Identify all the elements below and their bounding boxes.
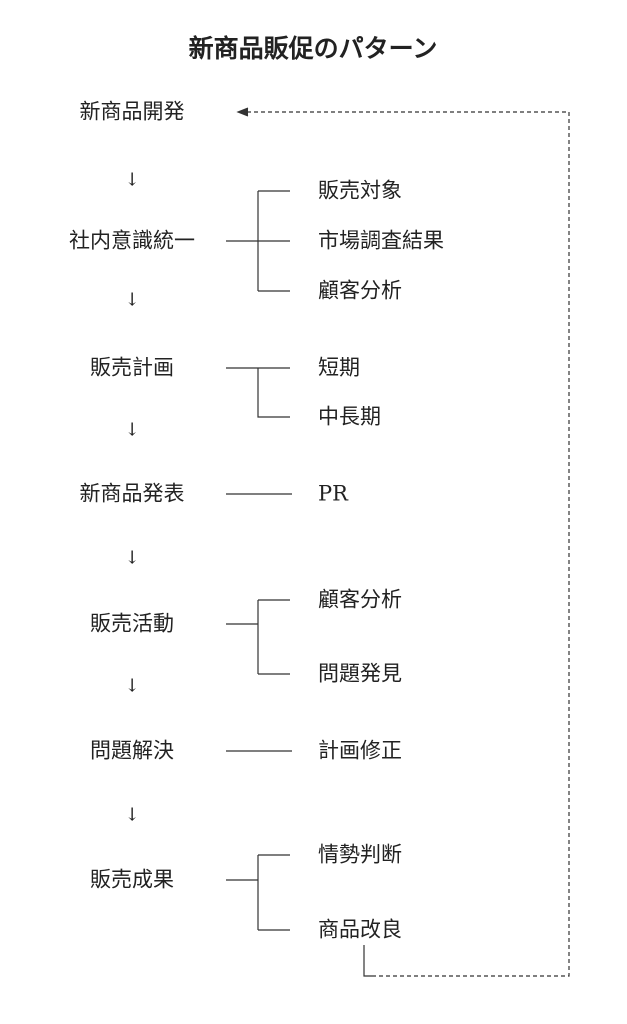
sub-item-label: PR — [318, 481, 348, 506]
sub-item-label: 中長期 — [318, 404, 381, 429]
step-label: 新商品発表 — [79, 481, 185, 506]
down-arrow-icon: ↓ — [124, 804, 140, 826]
down-arrow-icon: ↓ — [124, 289, 140, 311]
connector-step-2 — [226, 190, 290, 292]
sub-item-label: 販売対象 — [318, 178, 402, 203]
diagram-title: 新商品販促のパターン — [188, 34, 438, 63]
connector-step-5 — [226, 599, 290, 675]
down-arrow-icon: ↓ — [124, 419, 140, 441]
step-label: 問題解決 — [90, 738, 174, 763]
feedback-arrowhead-icon — [236, 107, 249, 117]
feedback-dashed-line — [246, 111, 570, 977]
sub-item-label: 商品改良 — [318, 917, 402, 942]
step-label: 新商品開発 — [79, 99, 185, 124]
step-label: 販売計画 — [90, 355, 174, 380]
sub-item-label: 情勢判断 — [318, 842, 402, 867]
step-label: 販売活動 — [90, 611, 174, 636]
sub-item-label: 顧客分析 — [318, 587, 402, 612]
connector-step-3 — [226, 367, 290, 418]
feedback-solid-line — [363, 945, 372, 977]
down-arrow-icon: ↓ — [124, 169, 140, 191]
sub-item-label: 顧客分析 — [318, 278, 402, 303]
step-label: 社内意識統一 — [69, 228, 195, 253]
down-arrow-icon: ↓ — [124, 675, 140, 697]
sub-item-label: 計画修正 — [318, 738, 402, 763]
connector-step-7 — [226, 854, 290, 931]
step-label: 販売成果 — [90, 867, 174, 892]
sub-item-label: 短期 — [318, 355, 360, 380]
sub-item-label: 問題発見 — [318, 661, 402, 686]
sub-item-label: 市場調査結果 — [318, 228, 444, 253]
down-arrow-icon: ↓ — [124, 547, 140, 569]
